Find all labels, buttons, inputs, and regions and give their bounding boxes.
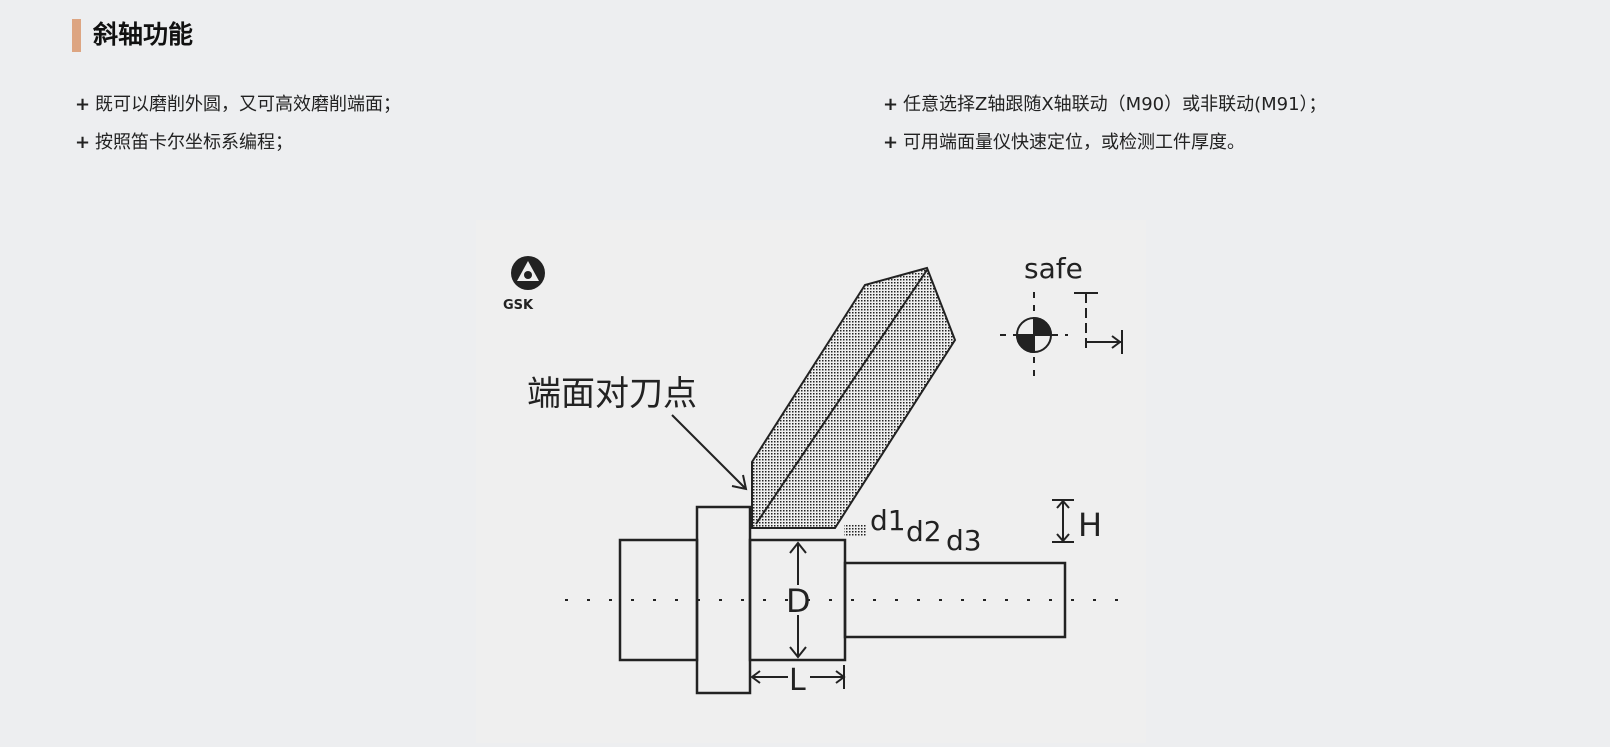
- d1-label: d1: [870, 504, 906, 537]
- feature-item: +任意选择Z轴跟随X轴联动（M90）或非联动(M91）；: [883, 86, 1327, 124]
- diagram-svg: GSK safe 端面对刀点 D: [503, 252, 1132, 698]
- feature-list-right: +任意选择Z轴跟随X轴联动（M90）或非联动(M91）； +可用端面量仪快速定位…: [883, 86, 1327, 162]
- face-point-label: 端面对刀点: [527, 374, 697, 414]
- plus-icon: +: [75, 132, 91, 153]
- section-accent-bar: [72, 19, 81, 52]
- workpiece: [618, 505, 1067, 695]
- feature-item: +按照笛卡尔坐标系编程；: [75, 124, 401, 162]
- feature-item: +可用端面量仪快速定位，或检测工件厚度。: [883, 124, 1327, 162]
- section-title: 斜轴功能: [93, 20, 194, 49]
- feature-list-left: +既可以磨削外圆，又可高效磨削端面； +按照笛卡尔坐标系编程；: [75, 86, 401, 162]
- d2-label: d2: [906, 515, 942, 548]
- gsk-logo: GSK: [503, 256, 545, 313]
- safe-point-icon: [1000, 292, 1123, 378]
- safe-label: safe: [1024, 252, 1083, 285]
- H-label: H: [1078, 506, 1102, 544]
- svg-text:GSK: GSK: [503, 298, 534, 313]
- feature-item: +既可以磨削外圆，又可高效磨削端面；: [75, 86, 401, 124]
- d3-label: d3: [946, 524, 982, 557]
- grinding-wheel: [751, 266, 957, 529]
- height-dimension: [1052, 499, 1074, 543]
- D-label: D: [786, 582, 811, 620]
- angled-axis-diagram: GSK safe 端面对刀点 D: [476, 220, 1146, 743]
- L-label: L: [789, 663, 806, 698]
- diameter-dimension: [789, 541, 807, 659]
- plus-icon: +: [883, 94, 899, 115]
- plus-icon: +: [75, 94, 91, 115]
- length-dimension: [750, 665, 846, 689]
- allowance-hatch: [844, 525, 866, 537]
- face-point-arrow: [671, 414, 748, 491]
- plus-icon: +: [883, 132, 899, 153]
